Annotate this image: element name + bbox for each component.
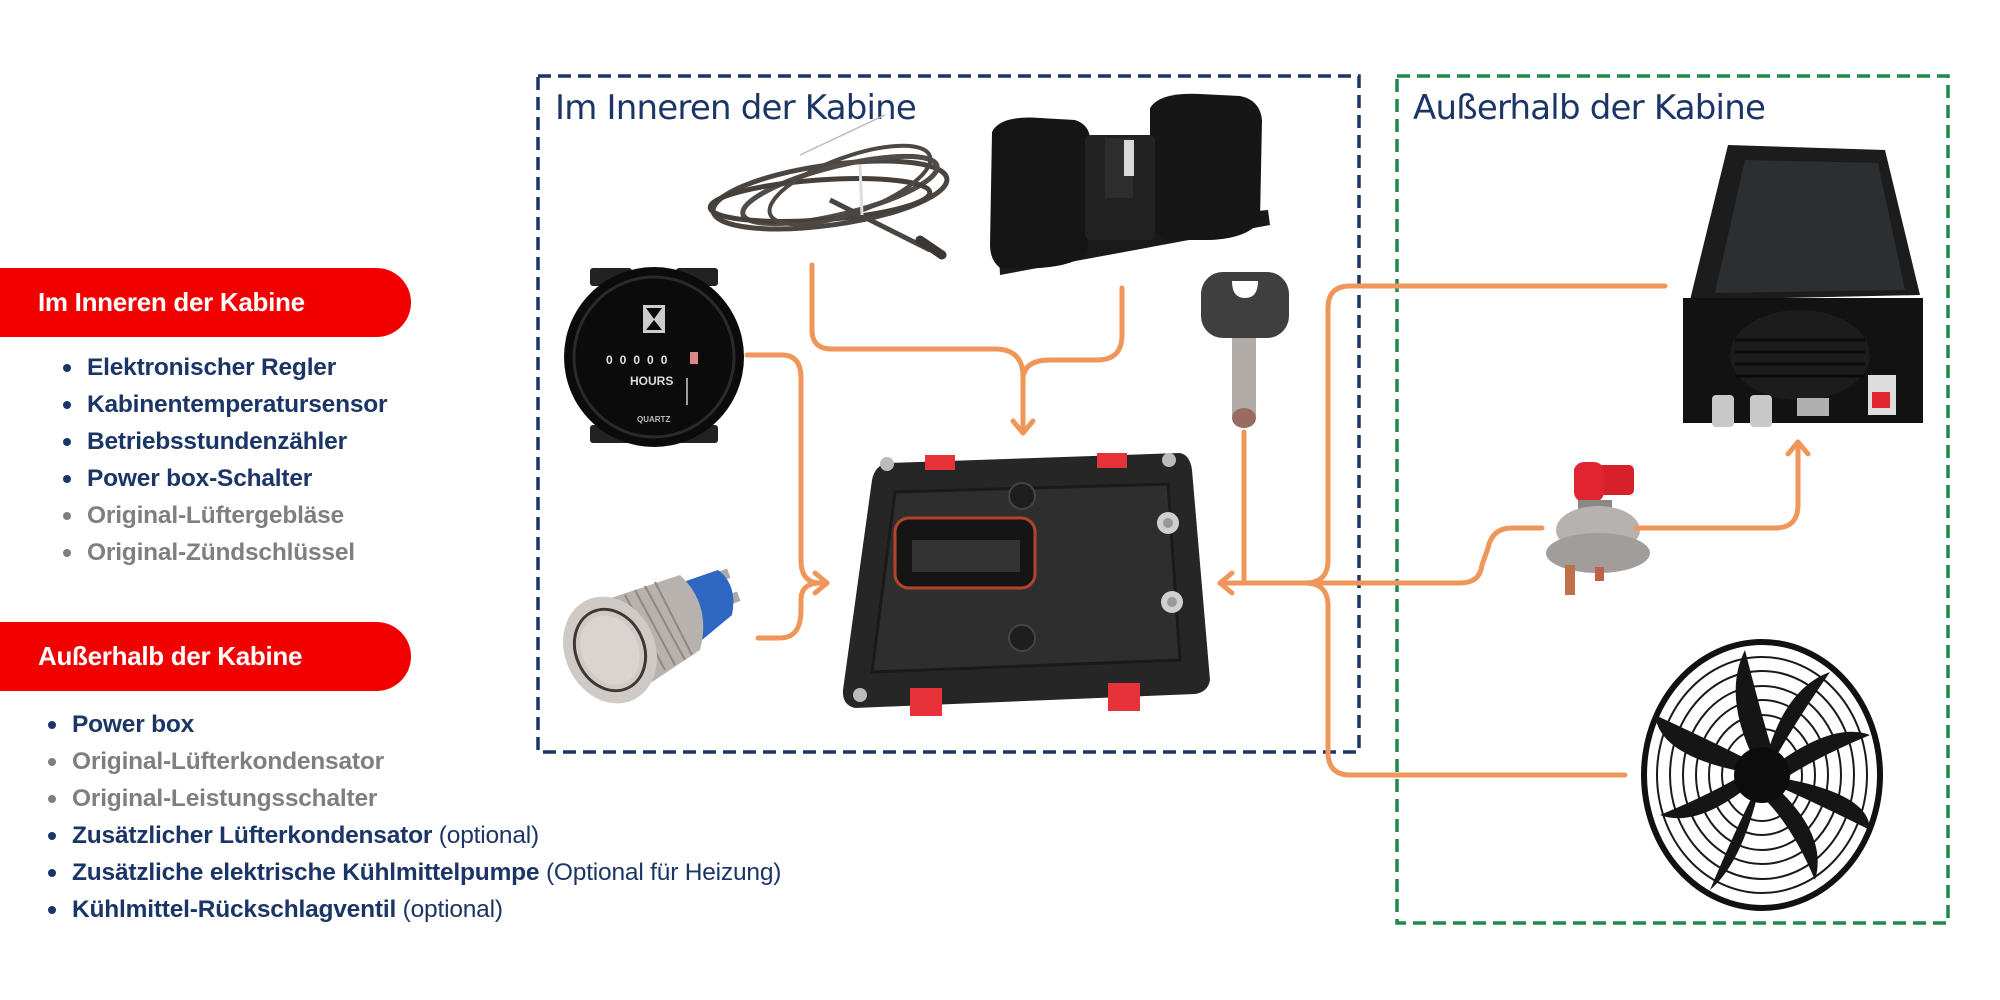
arrow-to-controller-right xyxy=(1217,570,1235,596)
outside-cabin-header: Außerhalb der Kabine xyxy=(0,622,411,691)
inside-cabin-box xyxy=(536,74,1361,754)
list-item: Elektronischer Regler xyxy=(62,349,387,386)
connector-push-switch xyxy=(755,580,823,641)
connector-blower xyxy=(1020,285,1125,436)
hour-meter-digits: 00000 xyxy=(606,353,674,367)
list-item-text: Zusätzliche elektrische Kühlmittelpumpe xyxy=(72,859,540,886)
list-item: Kühlmittel-Rückschlagventil (optional) xyxy=(47,891,781,928)
inside-cabin-list: Elektronischer Regler Kabinentemperaturs… xyxy=(62,349,388,571)
inside-cabin-header: Im Inneren der Kabine xyxy=(0,268,411,337)
push-switch-image xyxy=(563,568,741,704)
outside-cabin-header-label: Außerhalb der Kabine xyxy=(38,641,303,671)
list-item: Power box xyxy=(47,706,781,743)
list-item: Original-Leistungsschalter xyxy=(47,780,781,817)
list-item: Original-Lüfterkondensator xyxy=(47,743,781,780)
list-item: Original-Lüftergebläse xyxy=(62,497,387,534)
controller-image xyxy=(842,453,1210,716)
list-item: Zusätzlicher Lüfterkondensator (optional… xyxy=(47,817,781,854)
hour-meter-image: 00000 HOURS QUARTZ xyxy=(564,267,744,447)
connector-condenser-fan xyxy=(1302,580,1628,778)
list-item: Kabinentemperatursensor xyxy=(62,386,388,423)
battery-switch-image xyxy=(1546,462,1650,595)
list-item: Power box-Schalter xyxy=(62,460,387,497)
list-item-suffix: (optional) xyxy=(432,822,539,849)
condenser-fan-image xyxy=(1641,639,1883,911)
connector-power-box xyxy=(1302,283,1668,586)
list-item-suffix: (Optional für Heizung) xyxy=(539,859,782,886)
list-item: Zusätzliche elektrische Kühlmittelpumpe … xyxy=(47,854,782,891)
list-item: Original-Zündschlüssel xyxy=(62,534,387,571)
connector-hour-meter xyxy=(744,352,830,586)
arrow-to-power-box xyxy=(1785,439,1811,457)
outside-box-title: Außerhalb der Kabine xyxy=(1413,88,1766,128)
inside-cabin-header-label: Im Inneren der Kabine xyxy=(38,287,305,317)
inside-box-title: Im Inneren der Kabine xyxy=(555,88,917,128)
list-item: Betriebsstundenzähler xyxy=(62,423,387,460)
temperature-sensor-image xyxy=(707,114,950,260)
arrow-to-controller-left xyxy=(812,570,830,596)
power-box-image xyxy=(1683,145,1923,427)
connector-breaker-power-box xyxy=(1633,439,1801,531)
ignition-key-image xyxy=(1201,272,1289,428)
list-item-suffix: (optional) xyxy=(396,896,503,923)
list-item-text: Kühlmittel-Rückschlagventil xyxy=(72,896,397,923)
outside-cabin-box xyxy=(1395,74,1950,925)
outside-cabin-list: Power box Original-Lüfterkondensator Ori… xyxy=(47,706,782,928)
connector-main-bus xyxy=(1217,525,1545,586)
list-item-text: Zusätzlicher Lüfterkondensator xyxy=(72,822,433,849)
blower-fan-image xyxy=(990,93,1270,275)
hour-meter-brand: QUARTZ xyxy=(637,415,670,424)
arrow-to-controller-top xyxy=(1010,418,1036,436)
hour-meter-label: HOURS xyxy=(630,374,673,388)
connector-sensor xyxy=(809,262,1026,378)
